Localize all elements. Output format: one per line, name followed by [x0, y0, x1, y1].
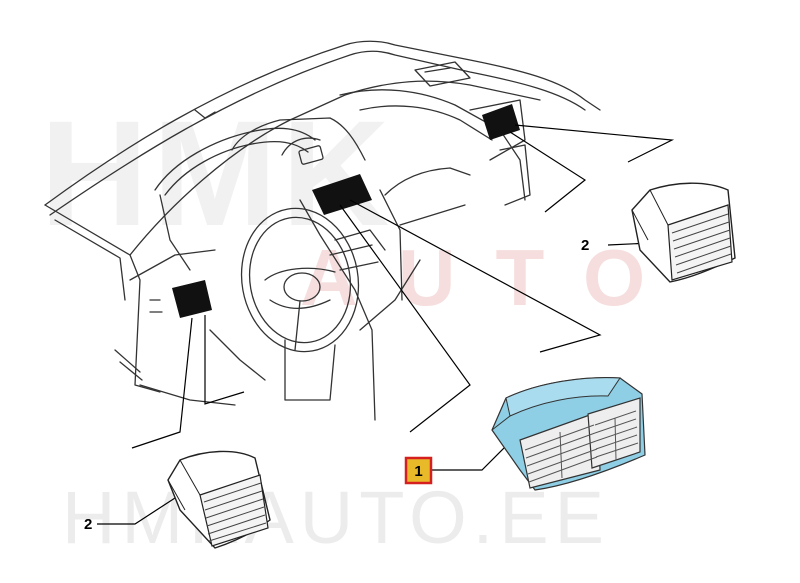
callout-2-left[interactable]: 2 — [84, 516, 92, 533]
left-vent-marker — [172, 280, 212, 318]
side-vent-part-right[interactable] — [631, 182, 736, 283]
side-vent-part-left[interactable] — [167, 450, 271, 549]
callout-2-right-label: 2 — [581, 237, 589, 254]
dashboard-illustration — [44, 40, 601, 421]
watermark-bottom-text: HMKAUTO.EE — [62, 476, 610, 559]
watermark-logo: HMK AUTO — [40, 89, 645, 322]
center-vent-marker — [312, 174, 372, 215]
watermark-logo-text: HMK — [40, 89, 394, 257]
center-vent-part[interactable] — [491, 377, 646, 491]
callout-2-right[interactable]: 2 — [581, 237, 589, 254]
vent-markers — [172, 104, 520, 318]
callout-1-label: 1 — [414, 463, 422, 480]
right-vent-marker — [482, 104, 520, 140]
callout-1-box — [404, 456, 433, 485]
leader-lines — [97, 124, 675, 525]
callout-2-left-label: 2 — [84, 516, 92, 533]
callout-1[interactable]: 1 — [404, 456, 433, 485]
